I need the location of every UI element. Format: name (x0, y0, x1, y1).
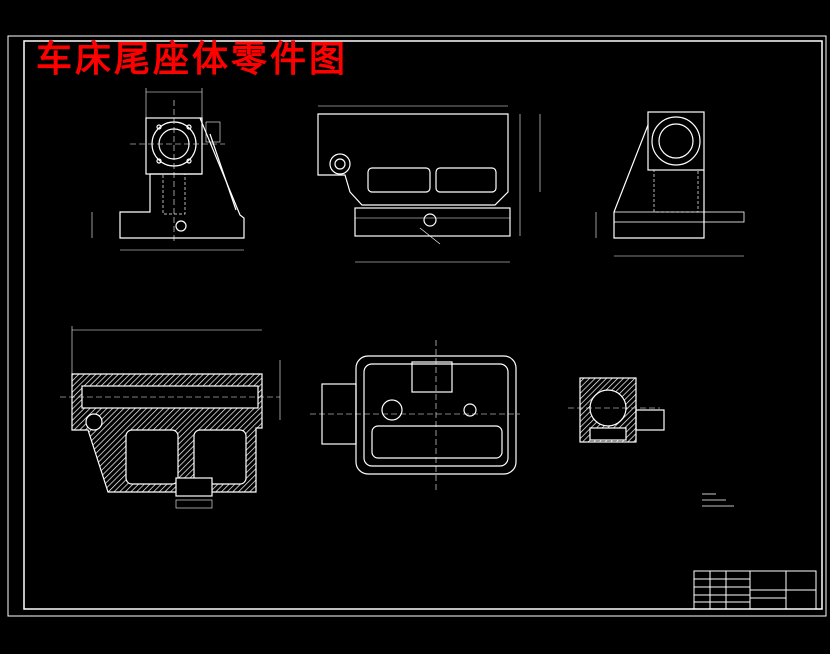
view-cross-section (568, 377, 665, 443)
view-side-elevation (595, 111, 745, 257)
view-main-elevation (317, 105, 541, 263)
outer-frame (7, 35, 827, 617)
drawing-title: 车床尾座体零件图 (36, 39, 349, 80)
view-end-elevation (91, 88, 245, 251)
technical-notes (702, 493, 734, 507)
view-plan (310, 340, 520, 490)
inner-frame (23, 40, 823, 610)
title-block (693, 570, 817, 610)
view-longitudinal-section (60, 326, 281, 509)
